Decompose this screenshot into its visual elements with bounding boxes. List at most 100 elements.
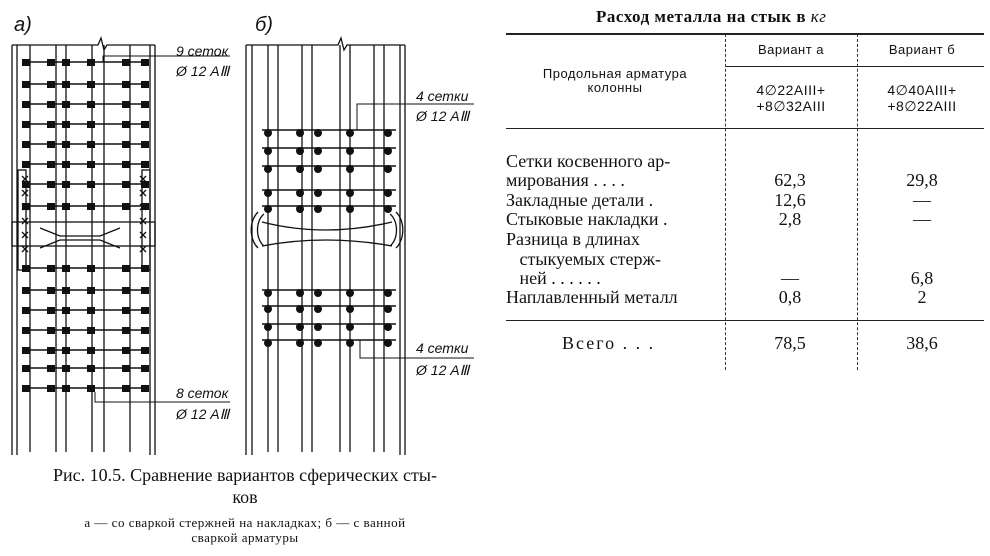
rebar-dot — [264, 205, 272, 213]
rebar-dot — [87, 307, 95, 314]
annotation-a-top-bar: Ø 12 АⅢ — [176, 63, 230, 79]
column-b-drawing — [245, 35, 406, 455]
rebar-dot — [141, 161, 149, 168]
rebar-dot — [141, 287, 149, 294]
rebar-dot — [264, 165, 272, 173]
rebar-dot — [122, 347, 130, 354]
rebar-dot — [141, 141, 149, 148]
rebar-dot — [47, 181, 55, 188]
rebar-dot — [122, 81, 130, 88]
annotation-b-bottom-bar: Ø 12 АⅢ — [416, 362, 470, 378]
bath-weld — [389, 213, 398, 247]
rebar-dot — [87, 203, 95, 210]
rebar-dot — [384, 339, 392, 347]
rebar-dot — [62, 385, 70, 392]
rebar-dot — [384, 305, 392, 313]
caption-note-line-2: сваркой арматуры — [191, 530, 299, 545]
rebar-dot — [141, 81, 149, 88]
table-header-bottom-rule — [506, 128, 984, 130]
figure-caption: Рис. 10.5. Сравнение вариантов сферическ… — [10, 464, 480, 508]
table-column-divider-2 — [857, 34, 858, 370]
table-header-variant-a: Вариант а — [757, 42, 825, 57]
joint-zone — [11, 221, 156, 247]
bath-weld — [250, 211, 259, 249]
rebar-dot — [296, 289, 304, 297]
rebar-dot — [141, 181, 149, 188]
bath-weld — [395, 211, 404, 249]
caption-note-line-1: а — со сваркой стержней на накладках; б … — [84, 515, 406, 530]
table-cell-a: 62,3 — [774, 170, 806, 190]
rebar-dot — [22, 141, 30, 148]
weld-mark — [21, 217, 29, 225]
rebar-dot — [62, 365, 70, 372]
rebar-dot — [122, 141, 130, 148]
rebar-dot — [384, 323, 392, 331]
rebar-dot — [384, 165, 392, 173]
table-total-label: Всего . . . — [562, 333, 656, 353]
caption-line-1: Рис. 10.5. Сравнение вариантов сферическ… — [53, 465, 437, 485]
annotation-a-bottom-count: 8 сеток — [176, 385, 229, 401]
rebar-dot — [22, 101, 30, 108]
annotation-b-bottom-count: 4 сетки — [416, 340, 469, 356]
table-top-rule — [506, 33, 984, 35]
rebar-dot — [47, 121, 55, 128]
break-line — [12, 35, 155, 52]
weld-mark — [139, 217, 147, 225]
rebar-dot — [87, 385, 95, 392]
rebar-dot — [62, 121, 70, 128]
rebar-dot — [22, 161, 30, 168]
table-cell-b: — — [913, 209, 931, 229]
table-row-label: Разница в длинах — [506, 229, 640, 249]
rebar-dot — [22, 81, 30, 88]
rebar-dot — [47, 265, 55, 272]
rebar-dot — [314, 339, 322, 347]
rebar-dot — [141, 385, 149, 392]
rebar-dot — [346, 323, 354, 331]
annotation-a-bottom-bar: Ø 12 АⅢ — [176, 406, 230, 422]
rebar-dot — [122, 101, 130, 108]
break-line — [246, 35, 405, 52]
table-cell-a: 2,8 — [778, 209, 802, 229]
table-title-unit: кг — [810, 7, 827, 26]
rebar-dot — [296, 323, 304, 331]
weld-mark — [139, 189, 147, 197]
table-row-label: мирования . . . . — [506, 170, 625, 190]
rebar-dot — [141, 121, 149, 128]
rebar-dot — [62, 181, 70, 188]
rebar-dot — [47, 287, 55, 294]
table-cell-b: 29,8 — [906, 170, 938, 190]
rebar-dot — [87, 59, 95, 66]
rebar-dot — [87, 141, 95, 148]
rebar-dot — [122, 327, 130, 334]
table-row-label: ней . . . . . . — [506, 268, 601, 288]
rebar-dot — [47, 141, 55, 148]
rebar-dot — [296, 305, 304, 313]
rebar-dot — [296, 129, 304, 137]
rebar-dot — [22, 327, 30, 334]
panel-b-label: б) — [255, 14, 273, 36]
table-cell-b: 6,8 — [910, 268, 934, 288]
table-header-variant-b: Вариант б — [888, 42, 956, 57]
rebar-dot — [122, 181, 130, 188]
rebar-dot — [141, 59, 149, 66]
joint-curve — [261, 221, 393, 231]
weld-mark — [21, 203, 29, 211]
rebar-dot — [122, 365, 130, 372]
rebar-dot — [296, 165, 304, 173]
variant-b-spec: 4∅40АIII+ +8∅22АIII — [860, 82, 984, 114]
rebar-dot — [22, 121, 30, 128]
rebar-dot — [314, 305, 322, 313]
rebar-dot — [62, 265, 70, 272]
table-row-label: стыкуемых стерж- — [506, 249, 661, 269]
rebar-dot — [47, 59, 55, 66]
rebar-dot — [346, 189, 354, 197]
rebar-dot — [87, 81, 95, 88]
weld-mark — [21, 175, 29, 183]
weld-mark — [139, 175, 147, 183]
rebar-dot — [314, 147, 322, 155]
rebar-dot — [314, 205, 322, 213]
annotation-b-top-bar: Ø 12 АⅢ — [416, 108, 470, 124]
variant-b-spec-line-2: +8∅22АIII — [887, 98, 957, 114]
joint-curve — [39, 227, 121, 237]
rebar-dot — [264, 129, 272, 137]
